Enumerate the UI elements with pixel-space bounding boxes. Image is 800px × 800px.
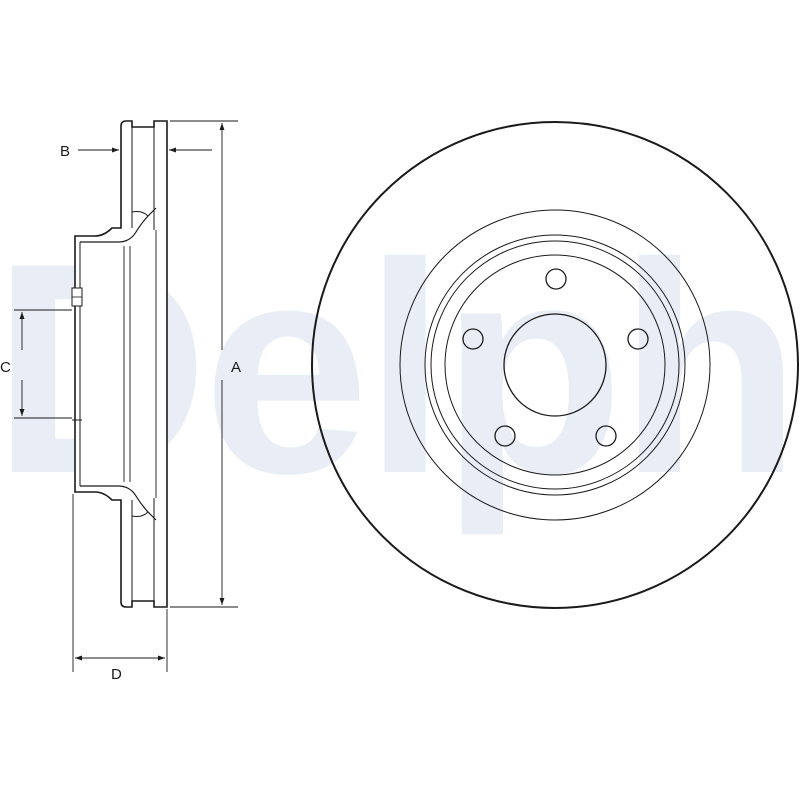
hat-fillet-bottom (131, 511, 149, 517)
bolt-hole (494, 425, 516, 447)
dimension-b: B (60, 143, 212, 160)
dimension-c: C (0, 309, 72, 419)
hat-outer-ring (424, 234, 686, 496)
hat-fillet-top (131, 211, 149, 217)
friction-ring-inner-edge (399, 209, 711, 521)
dimension-d: D (72, 494, 168, 683)
side-section-view (71, 120, 168, 608)
dimension-a: A (170, 120, 241, 608)
dimension-label-c: C (0, 359, 11, 376)
bolt-hole (545, 268, 567, 290)
dimension-label-d: D (111, 666, 122, 683)
hub-face-ring (444, 254, 666, 476)
hat-curve-bottom (80, 485, 157, 521)
center-bore (503, 313, 607, 417)
bolt-hole (462, 328, 484, 350)
bolt-hole (627, 328, 649, 350)
disc-outer-edge (311, 121, 799, 609)
hat-curve-top (80, 207, 157, 243)
dimension-label-a: A (231, 359, 241, 376)
hat-ring (430, 240, 680, 490)
front-view (311, 121, 799, 609)
dimension-label-b: B (60, 143, 70, 160)
bolt-hole (595, 425, 617, 447)
